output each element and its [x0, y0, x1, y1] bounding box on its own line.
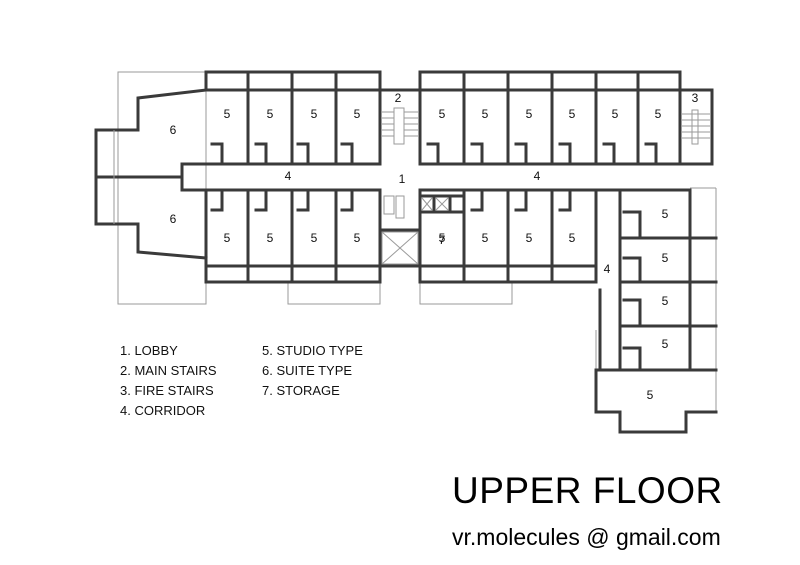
lobby-fixtures [383, 194, 466, 219]
terrace-outlines [117, 71, 717, 412]
fire-stairs [682, 109, 710, 145]
label-studio: 5 [439, 107, 446, 121]
label-studio: 5 [526, 231, 533, 245]
label-main-stairs: 2 [395, 91, 402, 105]
label-studio: 5 [662, 251, 669, 265]
west-suite-walls [94, 88, 208, 260]
label-studio: 5 [224, 107, 231, 121]
label-studio: 5 [311, 231, 318, 245]
label-studio: 5 [662, 337, 669, 351]
label-studio: 5 [569, 231, 576, 245]
label-suite-north: 6 [170, 123, 177, 137]
label-studio: 5 [647, 388, 654, 402]
label-studio: 5 [655, 107, 662, 121]
label-corridor-west: 4 [285, 169, 292, 183]
drawing-title: UPPER FLOOR [452, 470, 723, 511]
label-studio: 5 [354, 231, 361, 245]
label-studio: 5 [267, 107, 274, 121]
legend-item-storage: 7. STORAGE [262, 383, 340, 398]
main-stairs [382, 107, 418, 145]
label-studio: 5 [569, 107, 576, 121]
label-studio: 5 [439, 231, 446, 245]
legend-item-corridor: 4. CORRIDOR [120, 403, 206, 418]
label-studio: 5 [267, 231, 274, 245]
label-corridor-east: 4 [534, 169, 541, 183]
legend-item-lobby: 1. LOBBY [120, 343, 178, 358]
label-storage: 7 [439, 233, 446, 247]
legend-item-fire-stairs: 3. FIRE STAIRS [120, 383, 214, 398]
legend-item-main-stairs: 2. MAIN STAIRS [120, 363, 217, 378]
label-studio: 5 [354, 107, 361, 121]
label-studio: 5 [612, 107, 619, 121]
legend-item-studio-type: 5. STUDIO TYPE [262, 343, 363, 358]
label-studio: 5 [526, 107, 533, 121]
room-labels: 1 2 3 4 4 4 6 6 5 5 5 5 5 5 5 5 5 5 5 5 … [170, 91, 699, 402]
label-studio: 5 [311, 107, 318, 121]
label-corridor-south: 4 [604, 262, 611, 276]
lift-shaft [381, 231, 419, 265]
legend-item-suite-type: 6. SUITE TYPE [262, 363, 353, 378]
label-studio: 5 [662, 294, 669, 308]
label-fire-stairs: 3 [692, 91, 699, 105]
contact-email: vr.molecules @ gmail.com [452, 524, 721, 550]
label-lobby: 1 [399, 172, 406, 186]
label-studio: 5 [662, 207, 669, 221]
label-studio: 5 [482, 107, 489, 121]
bathroom-partitions [210, 142, 658, 212]
east-wing-walls [594, 188, 718, 434]
label-studio: 5 [224, 231, 231, 245]
label-studio: 5 [482, 231, 489, 245]
label-suite-south: 6 [170, 212, 177, 226]
main-wing-walls [204, 70, 714, 284]
